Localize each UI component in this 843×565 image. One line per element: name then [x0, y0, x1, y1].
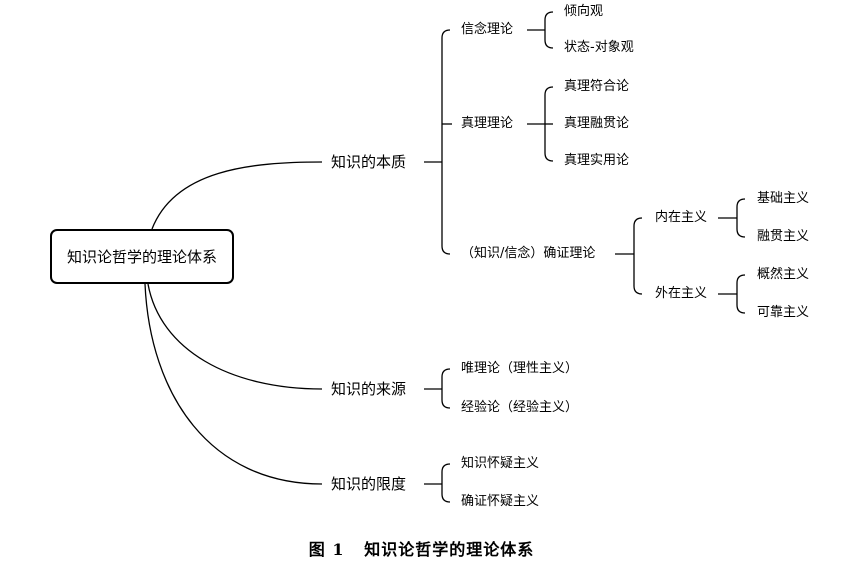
- bracket-internal: [736, 198, 746, 238]
- leaf-truth-1: 真理符合论: [564, 79, 630, 94]
- node-justification-theory: （知识/信念）确证理论: [461, 246, 596, 261]
- node-limit: 知识的限度: [331, 475, 407, 493]
- leaf-limit-1: 知识怀疑主义: [461, 456, 540, 471]
- edge-root-limit: [144, 283, 323, 485]
- figure-caption: 图 1 知识论哲学的理论体系: [308, 540, 535, 559]
- bracket-source: [441, 368, 451, 409]
- leaf-source-1: 唯理论（理性主义）: [461, 361, 579, 376]
- leaf-internal-2: 融贯主义: [757, 229, 810, 244]
- bracket-justification: [633, 217, 643, 295]
- bracket-nature: [441, 29, 451, 255]
- node-source: 知识的来源: [331, 380, 407, 398]
- bracket-external: [736, 274, 746, 314]
- edge-root-source: [147, 283, 323, 390]
- leaf-internal-1: 基础主义: [757, 191, 810, 206]
- edge-root-nature: [151, 161, 323, 230]
- leaf-belief-1: 倾向观: [564, 4, 604, 19]
- node-nature: 知识的本质: [331, 153, 407, 171]
- leaf-source-2: 经验论（经验主义）: [461, 400, 579, 415]
- node-truth-theory: 真理理论: [461, 116, 514, 131]
- root-node: 知识论哲学的理论体系: [50, 229, 234, 284]
- leaf-truth-2: 真理融贯论: [564, 116, 630, 131]
- root-node-label: 知识论哲学的理论体系: [66, 248, 217, 266]
- bracket-belief: [544, 11, 554, 49]
- bracket-limit: [441, 463, 451, 503]
- node-internalism: 内在主义: [655, 210, 708, 225]
- leaf-belief-2: 状态-对象观: [564, 40, 634, 55]
- leaf-external-2: 可靠主义: [757, 305, 810, 320]
- node-belief-theory: 信念理论: [461, 22, 514, 37]
- node-externalism: 外在主义: [655, 286, 708, 301]
- leaf-truth-3: 真理实用论: [564, 153, 630, 168]
- leaf-limit-2: 确证怀疑主义: [461, 494, 540, 509]
- leaf-external-1: 概然主义: [757, 267, 810, 282]
